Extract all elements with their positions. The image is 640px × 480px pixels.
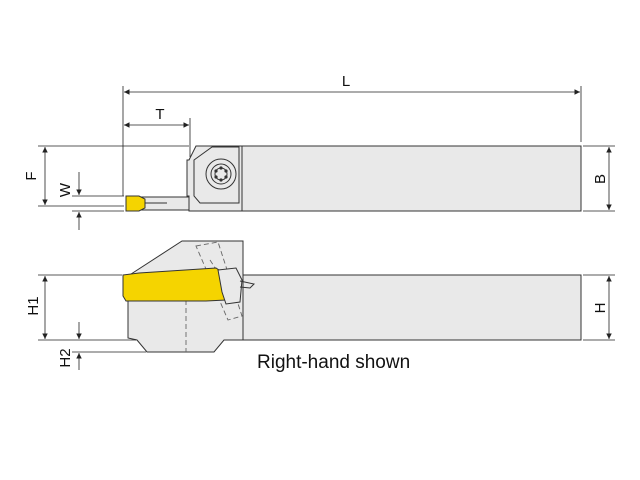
clamp-screw-icon: [205, 158, 237, 190]
caption: Right-hand shown: [257, 352, 410, 373]
dim-label-W: W: [57, 182, 74, 197]
dim-label-H2: H2: [57, 348, 74, 367]
dim-label-H1: H1: [25, 296, 42, 315]
dim-label-B: B: [592, 174, 609, 184]
dim-label-T: T: [155, 106, 164, 123]
side-view: [122, 240, 582, 353]
dim-label-H: H: [592, 303, 609, 314]
top-cutting-insert: [125, 195, 146, 212]
dim-label-L: L: [342, 73, 350, 90]
dimensions: [38, 86, 615, 370]
hidden-lines: [185, 241, 243, 352]
side-shank: [239, 274, 582, 341]
side-blade-insert: [122, 267, 233, 302]
top-view: [125, 145, 582, 212]
dim-label-F: F: [23, 171, 40, 180]
top-shank: [241, 145, 582, 212]
side-clamp: [217, 267, 243, 305]
